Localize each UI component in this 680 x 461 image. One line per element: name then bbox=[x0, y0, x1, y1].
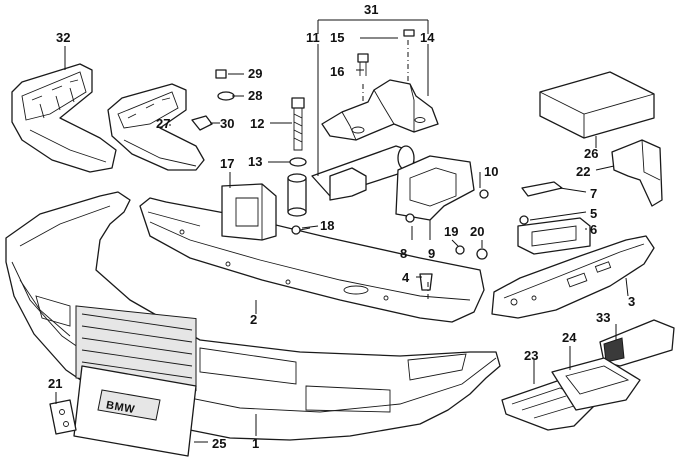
part-26-parts-box bbox=[539, 71, 655, 139]
part-13-washer bbox=[289, 157, 307, 167]
callout-10: 10 bbox=[484, 164, 498, 179]
part-25-license-plate: BMW bbox=[73, 365, 197, 457]
part-18-screw bbox=[291, 225, 311, 235]
part-7-retainer bbox=[521, 181, 563, 197]
part-4-clip bbox=[419, 273, 433, 291]
part-24-grille bbox=[551, 357, 641, 411]
callout-16: 16 bbox=[330, 64, 344, 79]
callout-5: 5 bbox=[590, 206, 597, 221]
callout-1: 1 bbox=[252, 436, 259, 451]
callout-25: 25 bbox=[212, 436, 226, 451]
part-16-bolt bbox=[357, 53, 369, 76]
part-17-side-mount bbox=[221, 183, 277, 241]
callout-23: 23 bbox=[524, 348, 538, 363]
callout-8: 8 bbox=[400, 246, 407, 261]
part-32-left-corner-trim bbox=[11, 63, 117, 173]
callout-2: 2 bbox=[250, 312, 257, 327]
part-29-bolt bbox=[215, 69, 227, 79]
callout-14: 14 bbox=[420, 30, 435, 45]
callout-4: 4 bbox=[402, 270, 410, 285]
callout-32: 32 bbox=[56, 30, 70, 45]
callout-15: 15 bbox=[330, 30, 344, 45]
callout-29: 29 bbox=[248, 66, 262, 81]
callout-7: 7 bbox=[590, 186, 597, 201]
callout-11: 11 bbox=[306, 30, 320, 45]
part-27-center-trim bbox=[107, 83, 205, 171]
part-8-screw bbox=[405, 213, 415, 223]
part-19-nut bbox=[455, 245, 465, 255]
callout-labels: 1 2 3 4 5 6 7 8 9 10 11 12 13 14 15 16 1… bbox=[48, 2, 635, 451]
callout-24: 24 bbox=[562, 330, 577, 345]
callout-6: 6 bbox=[590, 222, 597, 237]
part-3-side-bracket bbox=[491, 235, 655, 319]
part-11-impact-absorber bbox=[287, 145, 415, 217]
part-22-end-bracket bbox=[611, 139, 663, 207]
callout-20: 20 bbox=[470, 224, 484, 239]
part-33-air-duct bbox=[599, 319, 675, 367]
callout-27: 27 bbox=[156, 116, 170, 131]
part-12-bolt bbox=[291, 97, 305, 151]
callout-17: 17 bbox=[220, 156, 234, 171]
callout-33: 33 bbox=[596, 310, 610, 325]
callout-3: 3 bbox=[628, 294, 635, 309]
part-6-bracket bbox=[517, 217, 591, 255]
callout-18: 18 bbox=[320, 218, 334, 233]
part-28-washer bbox=[217, 91, 235, 101]
part-5-nut bbox=[519, 215, 529, 225]
plate-bmw-text: BMW bbox=[105, 399, 136, 416]
callout-28: 28 bbox=[248, 88, 262, 103]
callout-13: 13 bbox=[248, 154, 262, 169]
callout-19: 19 bbox=[444, 224, 458, 239]
callout-31: 31 bbox=[364, 2, 378, 17]
part-14-mount-bracket bbox=[321, 79, 439, 141]
part-9-bracket-plate bbox=[395, 155, 475, 221]
part-30-clip bbox=[191, 115, 213, 131]
part-21-plate-bracket bbox=[49, 399, 77, 435]
callout-9: 9 bbox=[428, 246, 435, 261]
callout-22: 22 bbox=[576, 164, 590, 179]
part-10-screw bbox=[479, 189, 489, 199]
leader-lines bbox=[55, 19, 629, 443]
part-15-bolt bbox=[403, 29, 415, 37]
callout-30: 30 bbox=[220, 116, 234, 131]
callout-12: 12 bbox=[250, 116, 264, 131]
part-20-nut bbox=[476, 248, 488, 260]
callout-21: 21 bbox=[48, 376, 62, 391]
callout-26: 26 bbox=[584, 146, 598, 161]
